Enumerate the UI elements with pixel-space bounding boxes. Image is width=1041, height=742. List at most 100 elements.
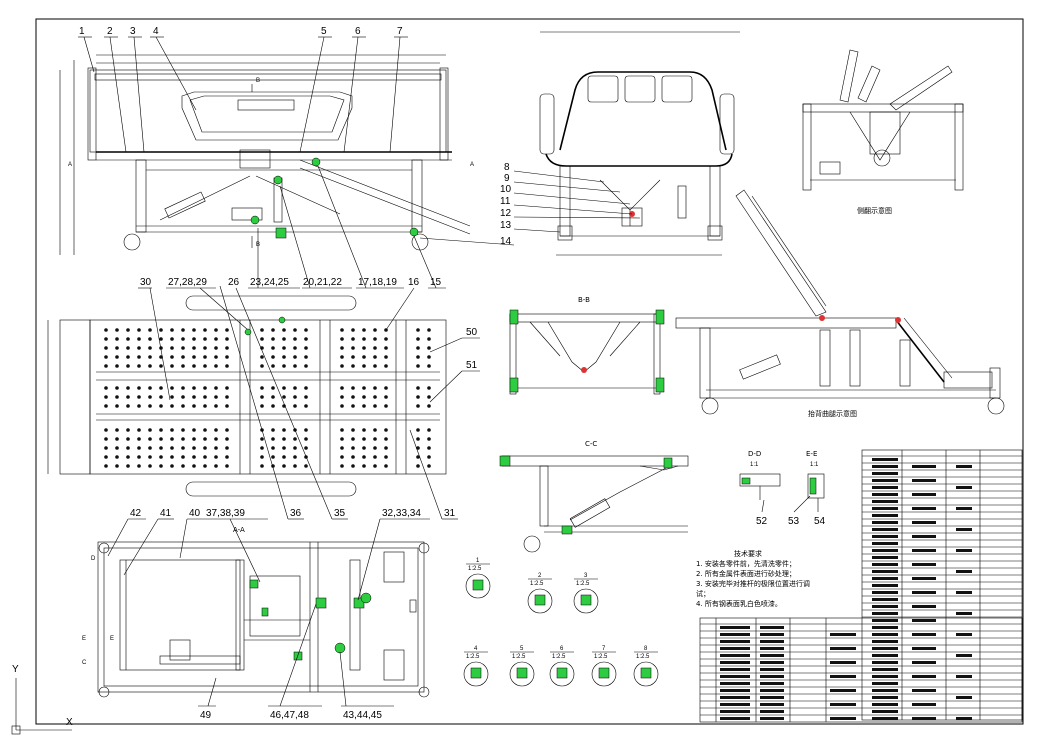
panel-hole [362, 446, 366, 450]
panel-hole [416, 428, 420, 432]
svg-text:10: 10 [500, 184, 512, 195]
panel-hole [225, 428, 229, 432]
panel-hole [181, 346, 185, 350]
panel-hole [148, 395, 152, 399]
panel-hole [148, 346, 152, 350]
svg-text:30: 30 [140, 277, 152, 288]
panel-hole [192, 455, 196, 459]
panel-hole [159, 437, 163, 441]
panel-hole [271, 437, 275, 441]
svg-text:32,33,34: 32,33,34 [382, 508, 421, 519]
panel-hole [427, 337, 431, 341]
panel-hole [181, 437, 185, 441]
panel-hole [373, 446, 377, 450]
panel-hole [293, 346, 297, 350]
panel-hole [181, 395, 185, 399]
side-turn-view: 侧翻示意图 [802, 49, 964, 215]
callouts-mid-top: 30 27,28,29 26 23,24,25 20,21,22 17,18,1… [138, 165, 446, 289]
panel-hole [225, 455, 229, 459]
panel-hole [427, 346, 431, 350]
panel-hole [214, 364, 218, 368]
svg-text:2. 所有金属件表面进行砂处理；: 2. 所有金属件表面进行砂处理； [696, 569, 796, 578]
panel-hole [104, 428, 108, 432]
panel-hole [225, 364, 229, 368]
panel-hole [384, 386, 388, 390]
panel-hole [260, 455, 264, 459]
panel-hole [104, 437, 108, 441]
panel-hole [260, 328, 264, 332]
panel-hole [192, 337, 196, 341]
panel-hole [159, 428, 163, 432]
panel-hole [340, 464, 344, 468]
panel-hole [214, 455, 218, 459]
detail-3: 31:2.5 [573, 573, 599, 614]
panel-hole [373, 404, 377, 408]
panel-hole [304, 337, 308, 341]
panel-hole [159, 386, 163, 390]
detail-2: 21:2.5 [527, 573, 553, 614]
panel-hole [362, 428, 366, 432]
panel-hole [340, 364, 344, 368]
panel-hole [225, 337, 229, 341]
detail-number: 8 [644, 646, 648, 652]
panel-hole [416, 364, 420, 368]
panel-hole [203, 437, 207, 441]
panel-hole [148, 464, 152, 468]
panel-hole [362, 346, 366, 350]
panel-hole [115, 364, 119, 368]
panel-hole [126, 455, 130, 459]
panel-hole [148, 386, 152, 390]
panel-hole [282, 346, 286, 350]
panel-hole [304, 386, 308, 390]
panel-hole [137, 355, 141, 359]
panel-hole [293, 328, 297, 332]
svg-text:11: 11 [500, 196, 511, 207]
panel-hole [137, 404, 141, 408]
panel-hole [126, 437, 130, 441]
panel-hole [148, 328, 152, 332]
panel-hole [225, 328, 229, 332]
panel-hole [260, 464, 264, 468]
panel-hole [373, 428, 377, 432]
back-leg-view: 抬背曲腿示意图 [675, 189, 1005, 418]
panel-hole [260, 437, 264, 441]
panel-hole [170, 386, 174, 390]
panel-hole [427, 437, 431, 441]
panel-hole [304, 446, 308, 450]
panel-hole [170, 364, 174, 368]
panel-hole [340, 337, 344, 341]
panel-hole [351, 337, 355, 341]
detail-number: 7 [602, 646, 606, 652]
callout-5: 5 [321, 26, 327, 37]
panel-hole [203, 395, 207, 399]
panel-hole [260, 364, 264, 368]
panel-hole [159, 464, 163, 468]
panel-hole [271, 364, 275, 368]
svg-text:9: 9 [504, 173, 510, 184]
panel-hole [384, 355, 388, 359]
panel-hole [351, 386, 355, 390]
panel-hole [293, 355, 297, 359]
panel-hole [351, 364, 355, 368]
panel-hole [148, 364, 152, 368]
panel-hole [304, 328, 308, 332]
panel-hole [362, 364, 366, 368]
panel-hole [282, 328, 286, 332]
panel-hole [181, 464, 185, 468]
svg-text:36: 36 [290, 508, 302, 519]
drawing-border [35, 18, 1024, 725]
panel-hole [115, 355, 119, 359]
panel-hole [340, 346, 344, 350]
panel-hole [340, 455, 344, 459]
panel-hole [293, 464, 297, 468]
panel-hole [293, 386, 297, 390]
panel-hole [214, 386, 218, 390]
callout-6: 6 [355, 26, 361, 37]
callout-2: 2 [107, 26, 113, 37]
panel-hole [170, 455, 174, 459]
panel-hole [260, 404, 264, 408]
panel-hole [170, 437, 174, 441]
panel-hole [304, 364, 308, 368]
panel-hole [351, 428, 355, 432]
panel-hole [384, 395, 388, 399]
